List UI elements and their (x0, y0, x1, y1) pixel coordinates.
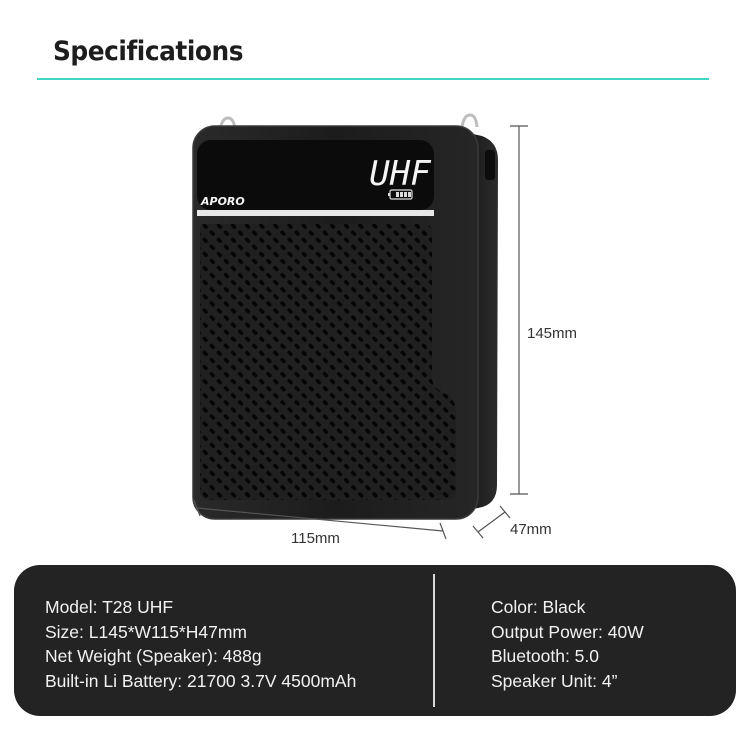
spec-battery: Built-in Li Battery: 21700 3.7V 4500mAh (45, 670, 357, 691)
spec-output-power: Output Power: 40W (491, 621, 644, 642)
depth-dimension-line (472, 505, 511, 539)
spec-color: Color: Black (491, 597, 586, 617)
specs-panel (14, 565, 736, 716)
depth-dimension-label: 47mm (510, 521, 552, 538)
specs-right-column: Color: Black Output Power: 40W Bluetooth… (491, 595, 644, 693)
height-dimension-label: 145mm (527, 325, 578, 342)
spec-net-weight: Net Weight (Speaker): 488g (45, 646, 262, 666)
specs-divider (433, 574, 435, 707)
front-stripe (197, 210, 434, 216)
speaker-grille (200, 224, 456, 500)
title-underline (37, 78, 709, 80)
width-dimension-label: 115mm (291, 530, 340, 547)
page-title: Specifications (53, 36, 244, 67)
brand-logo: APORO (200, 195, 245, 208)
battery-icon (388, 189, 413, 200)
spec-bluetooth: Bluetooth: 5.0 (491, 646, 599, 666)
height-dimension-line (510, 125, 528, 495)
side-button (485, 150, 495, 180)
spec-size: Size: L145*W115*H47mm (45, 621, 247, 642)
spec-model: Model: T28 UHF (45, 597, 174, 617)
spec-speaker-unit: Speaker Unit: 4” (491, 670, 618, 691)
display-text: UHF (369, 154, 431, 194)
display-panel (197, 140, 434, 210)
right-clip (460, 113, 479, 128)
left-clip (218, 116, 237, 131)
speaker-product-image: UHF APORO (192, 113, 528, 540)
specs-left-column: Model: T28 UHF Size: L145*W115*H47mm Net… (45, 595, 356, 693)
width-dimension-line (193, 499, 447, 540)
